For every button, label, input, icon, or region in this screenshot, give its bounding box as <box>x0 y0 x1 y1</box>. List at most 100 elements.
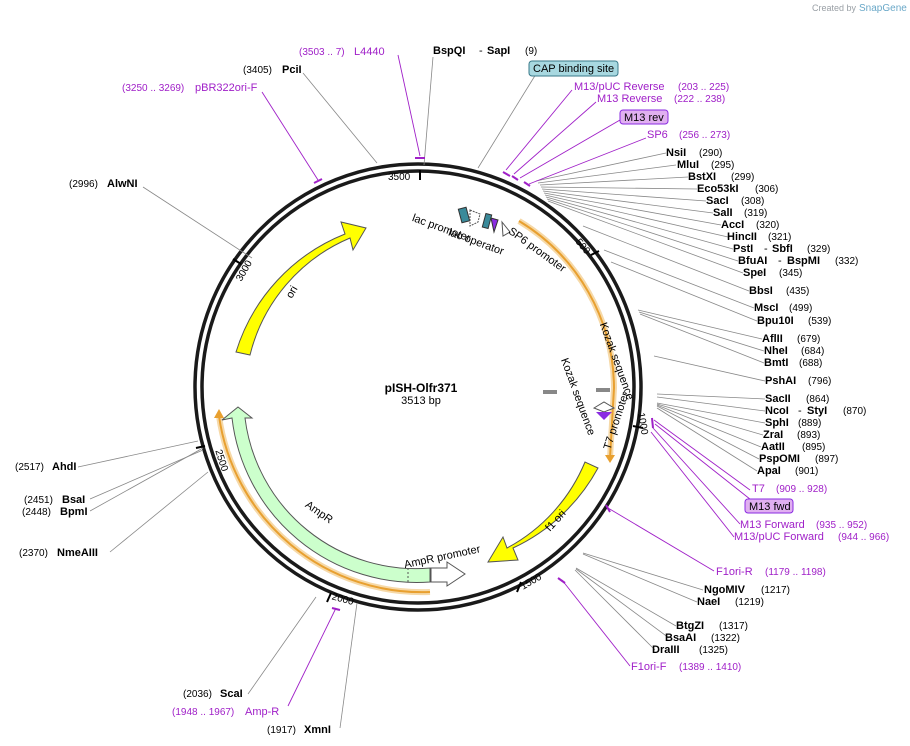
enzyme-bbsi-name[interactable]: BbsI <box>749 285 773 297</box>
enzyme-zrai-name[interactable]: ZraI <box>763 429 783 441</box>
enzyme-bstxi-name[interactable]: BstXI <box>688 171 716 183</box>
enzyme-bspqi-name[interactable]: BspQI <box>433 45 465 57</box>
enzyme-spei-pos: (345) <box>779 268 802 279</box>
enzyme-psti-pos: (329) <box>807 244 830 255</box>
enzyme-saci-pos: (308) <box>741 196 764 207</box>
primer-f1ori-f-name[interactable]: F1ori-F <box>631 661 667 673</box>
enzyme-aatii-name[interactable]: AatII <box>761 441 785 453</box>
enzyme-scai-pos: (2036) <box>183 689 212 700</box>
orf-arc-right[interactable] <box>518 220 616 459</box>
ampr-feature[interactable] <box>221 406 431 583</box>
enzyme-bfuai-name[interactable]: BfuAI <box>738 255 767 267</box>
enzyme-nhei-pos: (684) <box>801 346 824 357</box>
f1-ori-feature[interactable] <box>487 461 599 563</box>
enzyme-sphi-name[interactable]: SphI <box>765 417 789 429</box>
enzyme-bpmi-name[interactable]: BpmI <box>60 506 88 518</box>
enzyme-acci-name[interactable]: AccI <box>721 219 744 231</box>
enzyme-ngomiv-name[interactable]: NgoMIV <box>704 584 746 596</box>
primer-sp6-pos: (256 .. 273) <box>679 130 730 141</box>
enzyme-separator: - <box>778 255 782 267</box>
lac-operator-label: lac operator <box>447 227 506 258</box>
enzyme-nmeaiii-name[interactable]: NmeAIII <box>57 547 98 559</box>
enzyme-eco53ki-name[interactable]: Eco53kI <box>697 183 739 195</box>
m13-fwd-box[interactable] <box>744 498 794 514</box>
enzyme-scai-name[interactable]: ScaI <box>220 688 243 700</box>
enzyme-saci-name[interactable]: SacI <box>706 195 729 207</box>
enzyme-bpu10i-name[interactable]: Bpu10I <box>757 315 794 327</box>
enzyme-bsai-name[interactable]: BsaI <box>62 494 85 506</box>
enzyme-apai-name[interactable]: ApaI <box>757 465 781 477</box>
primer-l4440-name[interactable]: L4440 <box>354 46 385 58</box>
primer-m13puc-rev-name[interactable]: M13/pUC Reverse <box>574 81 664 93</box>
primer-pbr322-name[interactable]: pBR322ori-F <box>195 82 258 94</box>
enzyme-apai-pos: (901) <box>795 466 818 477</box>
primer-t7-name[interactable]: T7 <box>752 483 765 495</box>
credit-prefix: Created by <box>812 3 857 13</box>
t7-promoter-feature[interactable] <box>592 401 616 413</box>
enzyme-styi-name[interactable]: StyI <box>807 405 827 417</box>
m13-fwd-label: M13 fwd <box>749 501 791 513</box>
enzyme-bmti-name[interactable]: BmtI <box>764 357 788 369</box>
enzyme-xmni-name[interactable]: XmnI <box>304 724 331 736</box>
cap-site-feature[interactable] <box>457 206 471 224</box>
enzyme-pshai-name[interactable]: PshAI <box>765 375 796 387</box>
enzyme-bsaai-name[interactable]: BsaAI <box>665 632 696 644</box>
enzyme-mlui-pos: (295) <box>711 160 734 171</box>
m13-fwd-site[interactable] <box>596 412 612 420</box>
enzyme-hincii-name[interactable]: HincII <box>727 231 757 243</box>
enzyme-btgzi-pos: (1317) <box>719 621 748 632</box>
enzyme-ncoi-name[interactable]: NcoI <box>765 405 789 417</box>
primer-ampr-name[interactable]: Amp-R <box>245 706 279 718</box>
enzyme-sbfi-name[interactable]: SbfI <box>772 243 793 255</box>
enzyme-sapi-name[interactable]: SapI <box>487 45 510 57</box>
enzyme-nsii-name[interactable]: NsiI <box>666 147 686 159</box>
lac-promoter-feature[interactable] <box>469 209 481 227</box>
cap-box[interactable] <box>528 60 619 77</box>
lac-operator-feature[interactable] <box>481 212 493 230</box>
snapgene-logo[interactable]: SnapGene <box>859 3 907 14</box>
primer-m13-rev-name[interactable]: M13 Reverse <box>597 93 662 105</box>
tick-label-3500: 3500 <box>388 172 411 183</box>
enzyme-alwni-pos: (2996) <box>69 179 98 190</box>
enzyme-bspmi-name[interactable]: BspMI <box>787 255 820 267</box>
ampr-promoter-arrow[interactable] <box>430 561 466 587</box>
primer-m13puc-fwd-name[interactable]: M13/pUC Forward <box>734 531 824 543</box>
enzyme-draiii-pos: (1325) <box>699 645 728 656</box>
kozak-label-2: Kozak sequence <box>558 357 597 438</box>
enzyme-psti-name[interactable]: PstI <box>733 243 753 255</box>
primer-sp6-name[interactable]: SP6 <box>647 129 668 141</box>
primer-t7-pos: (909 .. 928) <box>776 484 827 495</box>
kozak-mark-2[interactable] <box>543 390 557 394</box>
enzyme-msci-name[interactable]: MscI <box>754 302 778 314</box>
m13-rev-box[interactable] <box>619 109 669 125</box>
enzyme-sacii-name[interactable]: SacII <box>765 393 791 405</box>
enzyme-naei-name[interactable]: NaeI <box>697 596 720 608</box>
m13-rev-label: M13 rev <box>624 112 664 124</box>
enzyme-sali-name[interactable]: SalI <box>713 207 733 219</box>
enzyme-aflii-name[interactable]: AflII <box>762 333 783 345</box>
enzyme-bmti-pos: (688) <box>799 358 822 369</box>
enzyme-pcii-pos: (3405) <box>243 65 272 76</box>
m13-rev-site[interactable] <box>490 217 499 234</box>
enzyme-bfuai-pos: (332) <box>835 256 858 267</box>
enzyme-pspomi-pos: (897) <box>815 454 838 465</box>
sp6-promoter-feature[interactable] <box>501 220 511 237</box>
enzyme-ngomiv-pos: (1217) <box>761 585 790 596</box>
enzyme-pcii-name[interactable]: PciI <box>282 64 302 76</box>
enzyme-mlui-name[interactable]: MluI <box>677 159 699 171</box>
orf-arc-left[interactable] <box>218 415 431 594</box>
enzyme-pspomi-name[interactable]: PspOMI <box>759 453 800 465</box>
enzyme-draiii-name[interactable]: DraIII <box>652 644 680 656</box>
enzyme-alwni-name[interactable]: AlwNI <box>107 178 138 190</box>
primer-f1ori-r-name[interactable]: F1ori-R <box>716 566 753 578</box>
ampr-label: AmpR <box>303 499 335 526</box>
enzyme-separator: - <box>798 405 802 417</box>
ori-feature[interactable] <box>235 221 367 356</box>
kozak-mark-1[interactable] <box>596 388 610 392</box>
enzyme-spei-name[interactable]: SpeI <box>743 267 766 279</box>
primer-leader-lines <box>261 54 761 707</box>
enzyme-ahdi-name[interactable]: AhdI <box>52 461 76 473</box>
enzyme-btgzi-name[interactable]: BtgZI <box>676 620 704 632</box>
enzyme-nhei-name[interactable]: NheI <box>764 345 788 357</box>
primer-m13-fwd-name[interactable]: M13 Forward <box>740 519 805 531</box>
